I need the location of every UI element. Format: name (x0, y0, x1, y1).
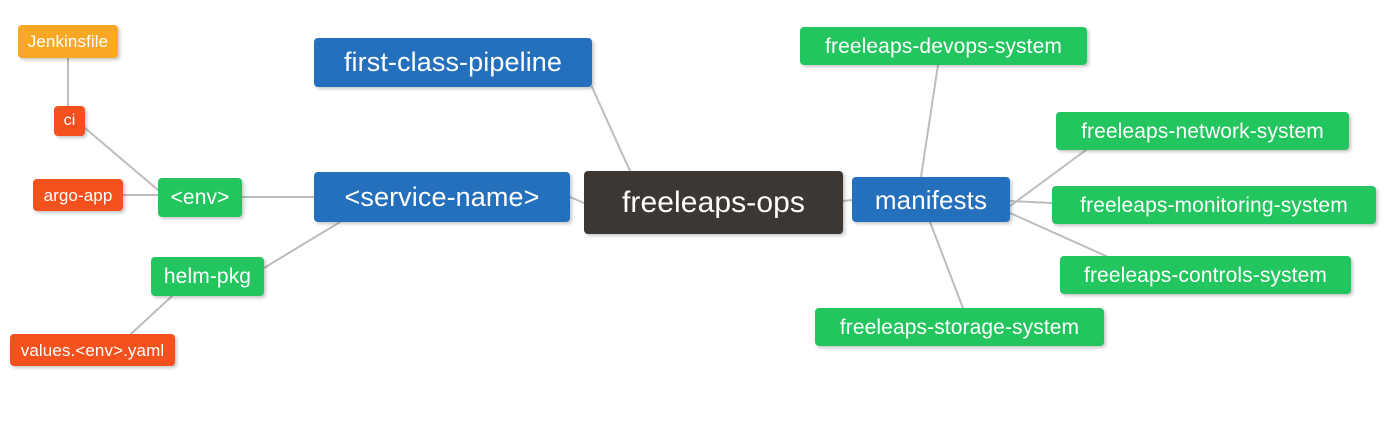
node-freeleaps-controls-system[interactable]: freeleaps-controls-system (1060, 256, 1351, 294)
edge-manifests-to-freeleaps-storage-system (929, 221, 964, 309)
node-env[interactable]: <env> (158, 178, 242, 217)
edge-root-to-manifests (842, 199, 853, 202)
node-helm-pkg[interactable]: helm-pkg (151, 257, 264, 296)
node-service-name[interactable]: <service-name> (314, 172, 570, 222)
edge-service-name-to-helm-pkg (263, 221, 341, 269)
node-values-env-yaml[interactable]: values.<env>.yaml (10, 334, 175, 366)
edge-manifests-to-freeleaps-monitoring-system (1009, 200, 1053, 204)
node-jenkinsfile[interactable]: Jenkinsfile (18, 25, 118, 58)
node-freeleaps-network-system[interactable]: freeleaps-network-system (1056, 112, 1349, 150)
edge-root-to-service-name (569, 196, 585, 204)
node-ci[interactable]: ci (54, 106, 85, 136)
edge-manifests-to-freeleaps-devops-system (920, 64, 939, 178)
edge-helm-pkg-to-values-env-yaml (130, 295, 173, 335)
node-argo-app[interactable]: argo-app (33, 179, 123, 211)
node-freeleaps-monitoring-system[interactable]: freeleaps-monitoring-system (1052, 186, 1376, 224)
node-freeleaps-devops-system[interactable]: freeleaps-devops-system (800, 27, 1087, 65)
node-manifests[interactable]: manifests (852, 177, 1010, 222)
node-freeleaps-storage-system[interactable]: freeleaps-storage-system (815, 308, 1104, 346)
node-root[interactable]: freeleaps-ops (584, 171, 843, 234)
node-first-class-pipeline[interactable]: first-class-pipeline (314, 38, 592, 87)
edge-root-to-first-class-pipeline (591, 86, 631, 172)
